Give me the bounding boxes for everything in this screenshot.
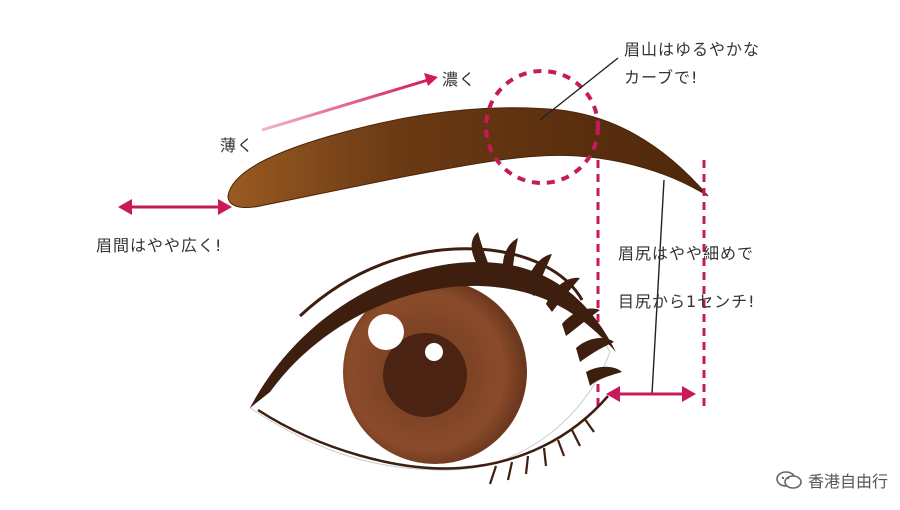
upper-eyelid [250,262,616,408]
pupil [383,333,467,417]
tail-distance-arrow [606,386,696,402]
density-arrow [261,73,438,132]
peak-pointer-line [539,57,619,121]
label-brow-gap: 眉間はやや広く! [96,236,223,255]
eye-highlight-small [425,343,443,361]
upper-lashes [471,232,622,386]
eye-highlight-large [368,314,404,350]
brow-gap-arrow [118,199,232,215]
watermark: 香港自由行 [776,468,888,492]
label-tail-1: 眉尻はやや細めで [618,244,755,263]
lower-lashes [488,417,595,485]
eyebrow-shape [227,107,709,209]
tail-pointer-line [651,179,665,395]
label-thin: 薄く [220,136,255,155]
label-brow-peak-1: 眉山はゆるやかな [624,40,761,59]
brow-peak-circle [484,69,600,185]
label-tail-2: 目尻から1センチ! [618,292,756,311]
watermark-text: 香港自由行 [807,472,888,491]
label-brow-peak-2: カーブで! [624,68,699,87]
lower-eyelid [257,395,609,470]
label-dark: 濃く [442,70,477,89]
chat-bubble-icon [776,471,802,489]
